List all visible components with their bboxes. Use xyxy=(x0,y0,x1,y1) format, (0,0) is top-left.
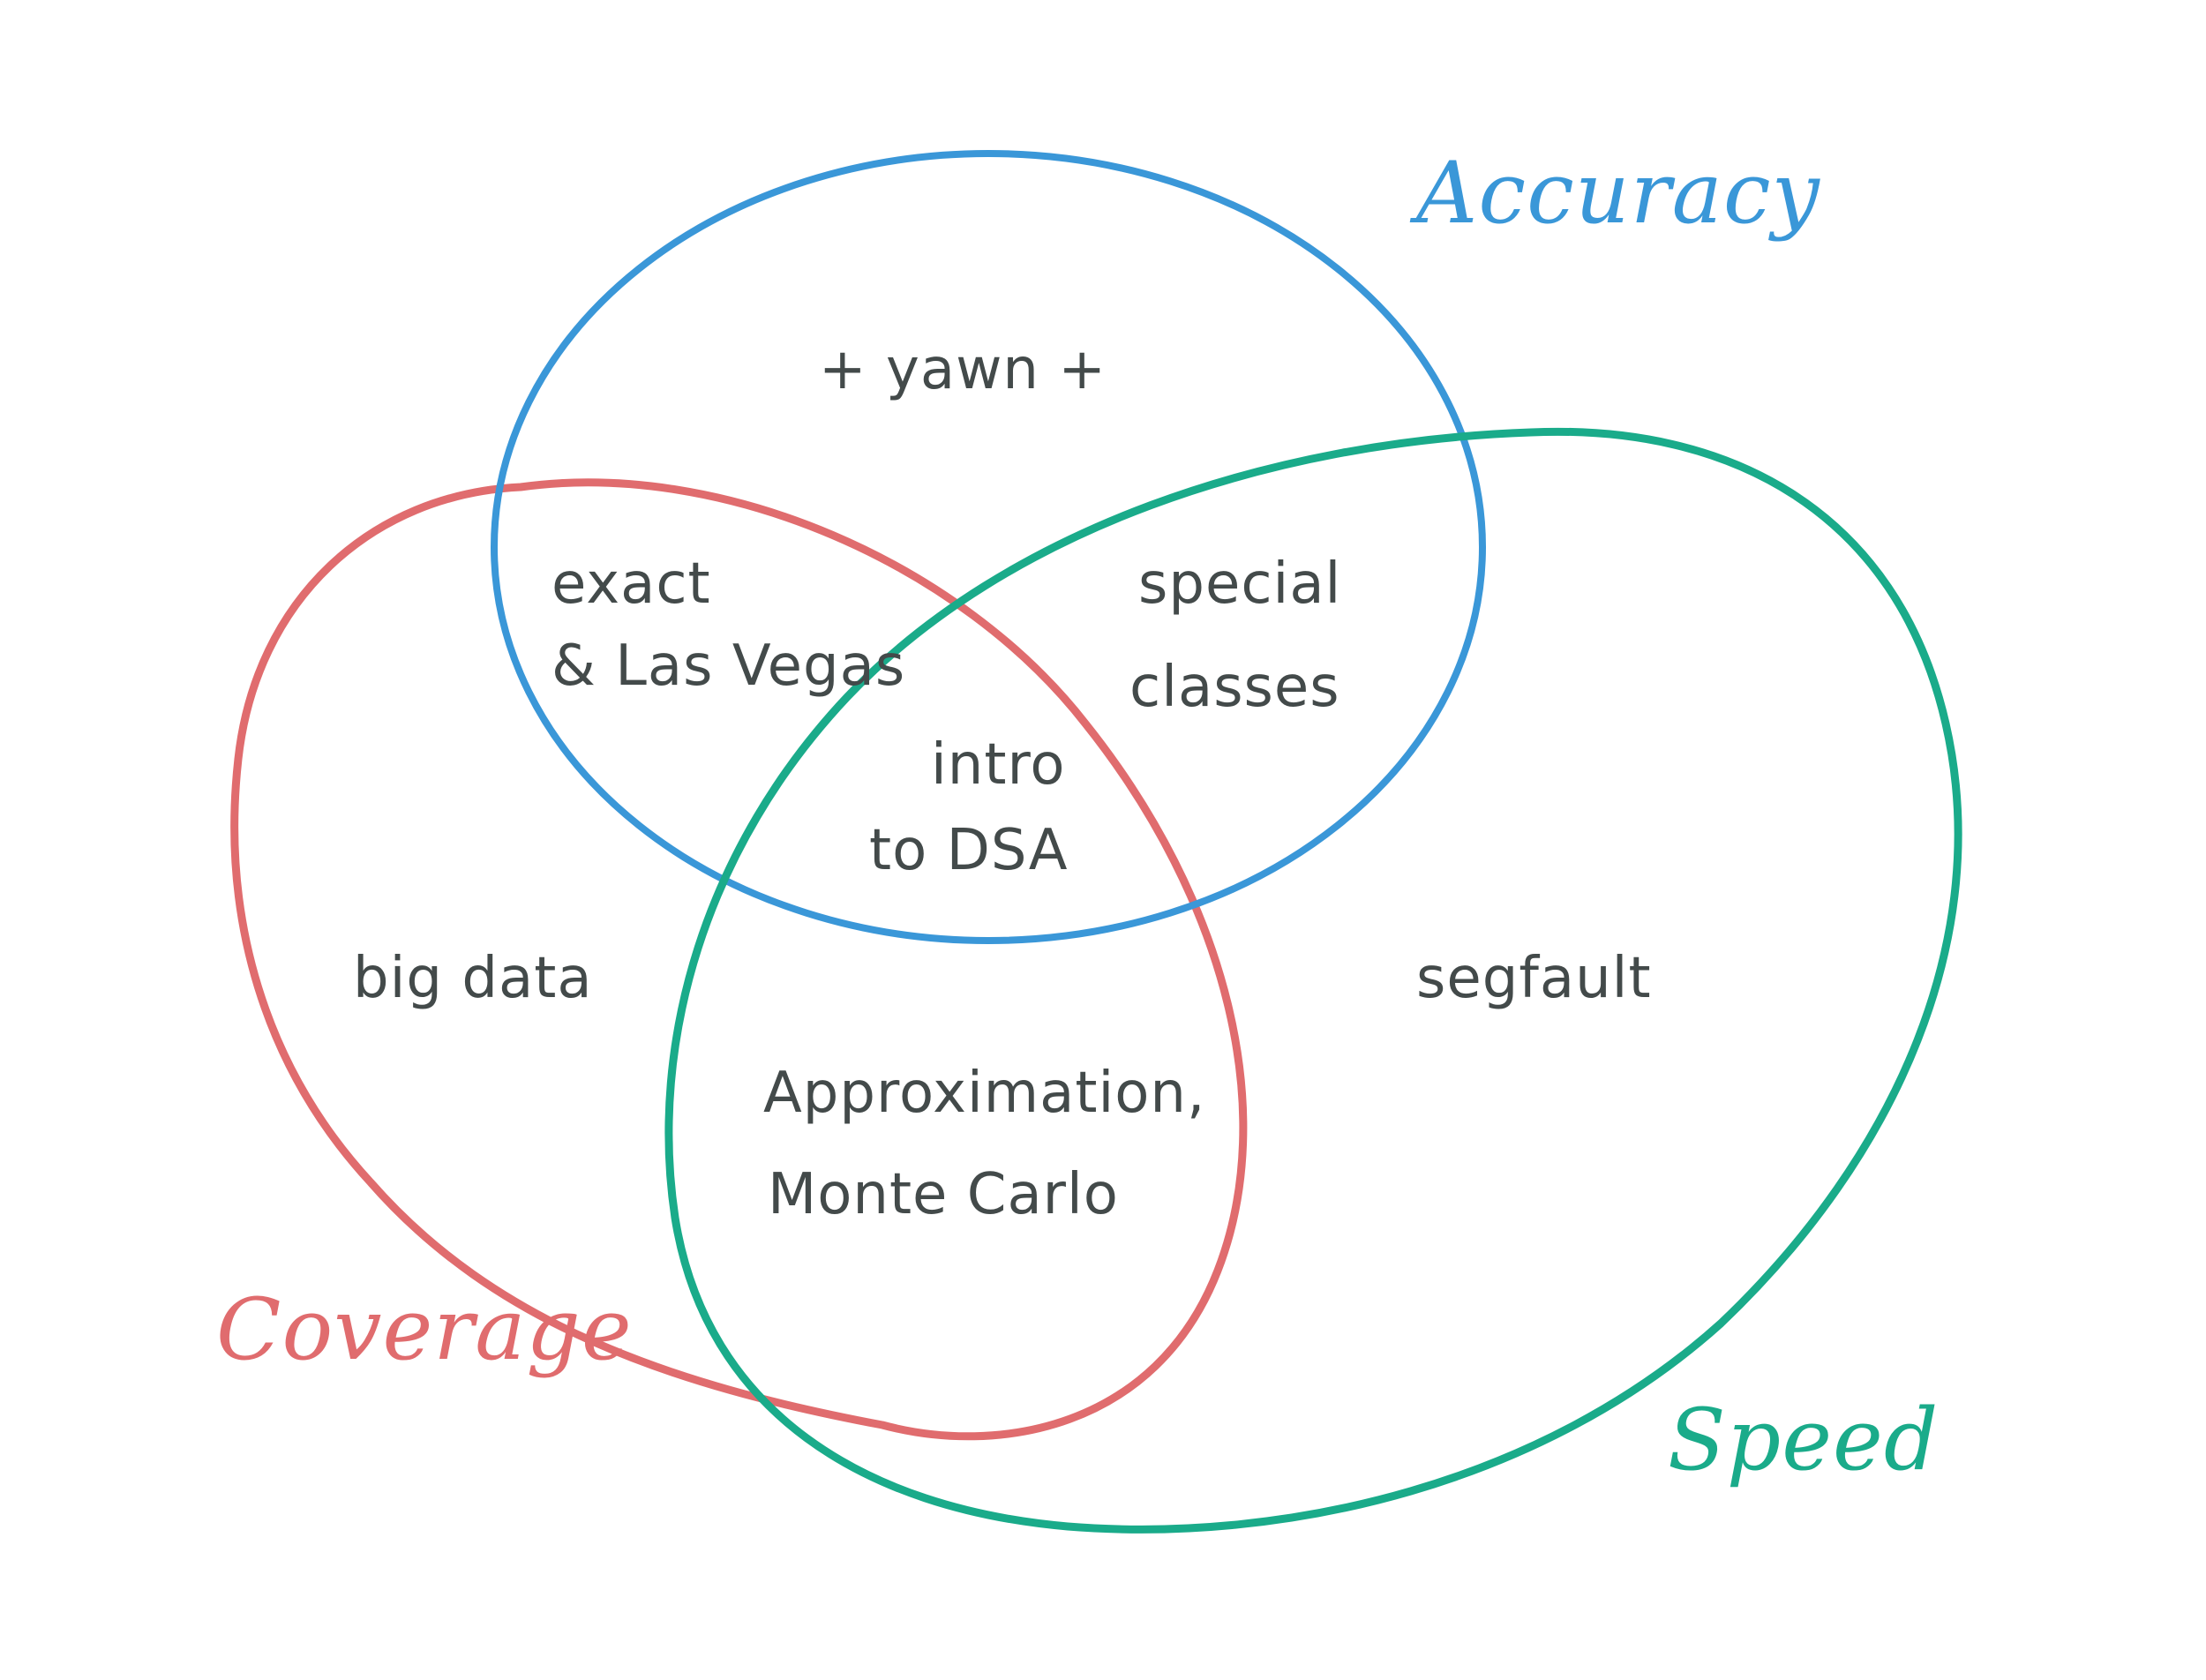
region-coverage-speed-line1: Approximation, xyxy=(763,1061,1205,1126)
region-coverage-only: big data xyxy=(353,946,593,1011)
region-accuracy-speed-line2: classes xyxy=(1129,655,1340,720)
region-coverage-speed-line2: Monte Carlo xyxy=(768,1162,1119,1227)
region-all-three-line1: intro xyxy=(931,732,1066,798)
speed-set-outline xyxy=(664,427,1962,1534)
region-all-three-line2: to DSA xyxy=(869,818,1068,883)
coverage-set-outline xyxy=(230,478,1248,1441)
region-accuracy-coverage-line1: exact xyxy=(552,551,711,617)
accuracy-set-outline xyxy=(491,150,1486,944)
region-accuracy-coverage-line2: & Las Vegas xyxy=(552,634,905,699)
region-accuracy-only: + yawn + xyxy=(819,337,1107,402)
region-speed-only: segfault xyxy=(1416,946,1652,1011)
accuracy-set-label: Accuracy xyxy=(1409,144,1821,243)
speed-set-label: Speed xyxy=(1668,1391,1939,1489)
region-accuracy-speed-line1: special xyxy=(1138,551,1341,617)
coverage-set-label: Coverage xyxy=(216,1280,633,1379)
